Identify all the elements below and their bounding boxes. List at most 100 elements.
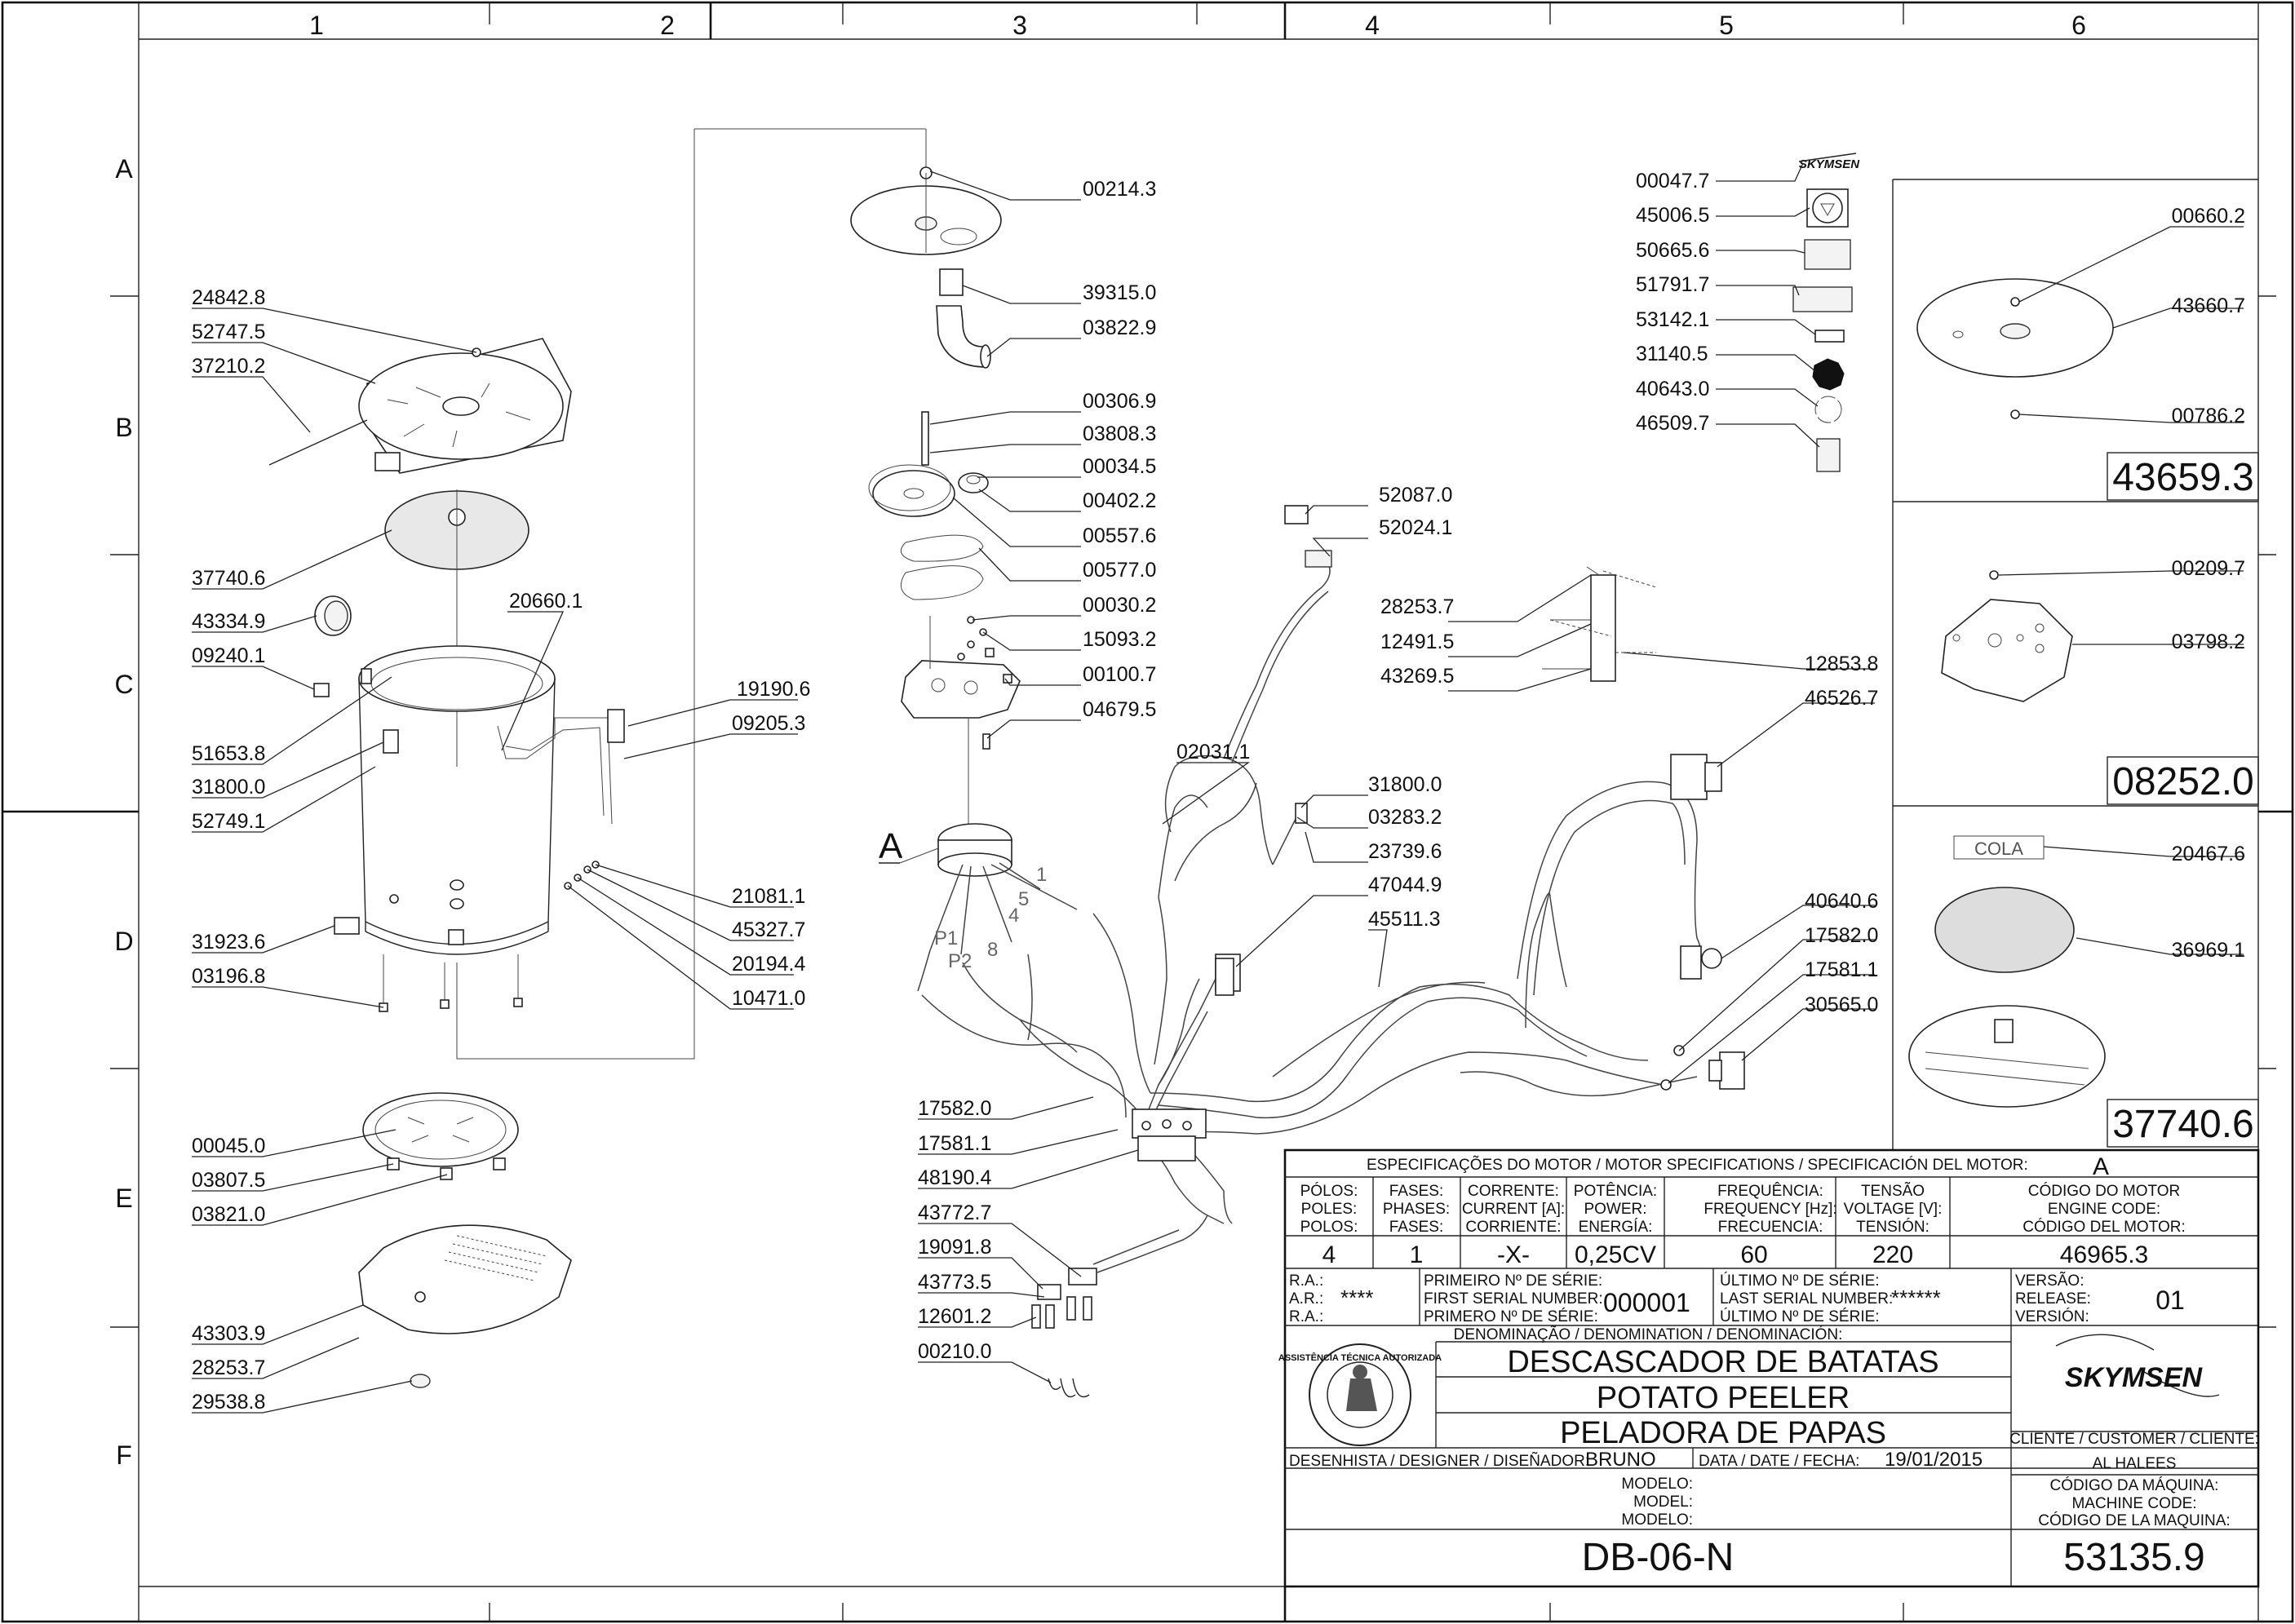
callout: 03821.0 bbox=[192, 1203, 265, 1226]
model-label: MODELO: bbox=[1621, 1476, 1693, 1493]
stamp-text: ASSISTÊNCIA TÉCNICA AUTORIZADA bbox=[1278, 1352, 1442, 1363]
wire-label-5: 5 bbox=[1018, 888, 1029, 910]
callout: 43773.5 bbox=[918, 1271, 991, 1294]
callout: 53142.1 bbox=[1636, 308, 1709, 331]
callout: 00100.7 bbox=[1083, 663, 1156, 686]
zone-row-f: F bbox=[116, 1440, 132, 1470]
customer-value: AL HALEES bbox=[2093, 1455, 2177, 1472]
callout: 40640.6 bbox=[1805, 890, 1878, 913]
zone-row-a: A bbox=[115, 154, 133, 184]
spec-header: FREQUENCY [Hz]: bbox=[1704, 1201, 1836, 1218]
spec-header: CÓDIGO DO MOTOR bbox=[2028, 1182, 2180, 1200]
callout: 36969.1 bbox=[2172, 939, 2245, 962]
callout: 43334.9 bbox=[192, 610, 265, 633]
callout: 20194.4 bbox=[732, 953, 805, 976]
customer-label: CLIENTE / CUSTOMER / CLIENTE: bbox=[2009, 1431, 2259, 1448]
designer-label: DESENHISTA / DESIGNER / DISEÑADOR: bbox=[1289, 1452, 1589, 1470]
callout: 52087.0 bbox=[1379, 484, 1452, 507]
callout: 00034.5 bbox=[1083, 455, 1156, 478]
designer-value: BRUNO bbox=[1585, 1449, 1656, 1471]
machine-code-label: CÓDIGO DE LA MAQUINA: bbox=[2038, 1511, 2230, 1529]
callout: 31140.5 bbox=[1636, 343, 1708, 365]
motor-letter: A bbox=[2093, 1153, 2109, 1180]
name-en: POTATO PEELER bbox=[1597, 1381, 1850, 1415]
spec-header: TENSIÓN: bbox=[1856, 1218, 1929, 1236]
first-serial-value: 000001 bbox=[1603, 1288, 1690, 1317]
part-callouts-group5: 02031.1 31800.0 03283.2 23739.6 47044.9 … bbox=[1176, 484, 1452, 931]
zone-col-5: 5 bbox=[1719, 11, 1734, 40]
spec-header: ENERGÍA: bbox=[1579, 1219, 1653, 1236]
release-label: VERSIÓN: bbox=[2015, 1308, 2089, 1325]
date-value: 19/01/2015 bbox=[1885, 1449, 1983, 1471]
wire-label-1: 1 bbox=[1036, 864, 1047, 886]
brand-logo-small: SKYMSEN bbox=[1799, 157, 1860, 171]
spec-header: CORRENTE: bbox=[1468, 1183, 1559, 1200]
spec-value-power: 0,25CV bbox=[1575, 1241, 1656, 1268]
cola-label: COLA bbox=[1974, 839, 2023, 859]
callout: 09205.3 bbox=[732, 712, 805, 735]
callout: 30565.0 bbox=[1805, 993, 1878, 1016]
spec-value-poles: 4 bbox=[1323, 1241, 1336, 1268]
date-label: DATA / DATE / FECHA: bbox=[1699, 1453, 1859, 1470]
callout: 19190.6 bbox=[737, 678, 810, 701]
denomination-label: DENOMINAÇÃO / DENOMINATION / DENOMINACIÓ… bbox=[1454, 1325, 1843, 1343]
callout: 00660.2 bbox=[2172, 205, 2245, 228]
callout: 19091.8 bbox=[918, 1236, 991, 1259]
callout: 12601.2 bbox=[918, 1305, 991, 1328]
callout: 03808.3 bbox=[1083, 423, 1156, 445]
last-serial-label: LAST SERIAL NUMBER: bbox=[1720, 1290, 1893, 1308]
spec-header: POLES: bbox=[1301, 1201, 1358, 1218]
ra-block: R.A.: A.R.: R.A.: **** bbox=[1289, 1272, 1373, 1325]
callout: 52749.1 bbox=[192, 810, 265, 833]
wire-label-8: 8 bbox=[987, 939, 998, 961]
part-callouts-group2: 20660.1 19190.6 09205.3 21081.1 45327.7 … bbox=[509, 590, 810, 1010]
callout: 03798.2 bbox=[2172, 631, 2245, 653]
callout: 17582.0 bbox=[1805, 924, 1878, 947]
wire-label-p2: P2 bbox=[948, 950, 972, 972]
wire-label-p1: P1 bbox=[934, 927, 958, 949]
part-callouts-group1: 24842.8 52747.5 37210.2 37740.6 43334.9 … bbox=[192, 286, 265, 1414]
model-label: MODEL: bbox=[1633, 1493, 1693, 1511]
body-assembly-drawing bbox=[268, 128, 927, 1388]
motor-spec-title: ESPECIFICAÇÕES DO MOTOR / MOTOR SPECIFIC… bbox=[1367, 1156, 2028, 1174]
spec-header: TENSÃO bbox=[1861, 1182, 1925, 1200]
zone-row-e: E bbox=[115, 1184, 132, 1213]
callout: 00786.2 bbox=[2172, 405, 2245, 427]
callout: 47044.9 bbox=[1368, 874, 1442, 896]
callout: 28253.7 bbox=[192, 1356, 265, 1379]
ra-label: A.R.: bbox=[1289, 1290, 1323, 1308]
callout: 03807.5 bbox=[192, 1169, 265, 1192]
callout: 10471.0 bbox=[732, 987, 805, 1010]
callout: 24842.8 bbox=[192, 286, 265, 309]
ra-value: **** bbox=[1340, 1285, 1373, 1310]
spec-value-current: -X- bbox=[1497, 1241, 1530, 1268]
callout: 00306.9 bbox=[1083, 390, 1156, 413]
detail-boxes: COLA bbox=[1892, 179, 2259, 1150]
spec-header: VOLTAGE [V]: bbox=[1844, 1201, 1943, 1218]
machine-code-labels: CÓDIGO DA MÁQUINA: MACHINE CODE: CÓDIGO … bbox=[2038, 1476, 2230, 1529]
callout: 03283.2 bbox=[1368, 806, 1442, 829]
model-label: MODELO: bbox=[1621, 1511, 1693, 1529]
callout: 17581.1 bbox=[1805, 958, 1878, 981]
callout: 45327.7 bbox=[732, 918, 805, 941]
detail-marker-a: A bbox=[879, 826, 903, 866]
first-serial-label: PRIMEIRO Nº DE SÉRIE: bbox=[1424, 1272, 1602, 1290]
callout: 46526.7 bbox=[1805, 687, 1878, 710]
callout: 00030.2 bbox=[1083, 594, 1156, 617]
spec-header: FRECUENCIA: bbox=[1718, 1219, 1823, 1236]
callout: 45511.3 bbox=[1368, 908, 1441, 931]
spec-header: POLOS: bbox=[1300, 1219, 1358, 1236]
callout: 21081.1 bbox=[732, 885, 805, 908]
zone-row-c: C bbox=[114, 670, 133, 699]
callout: 29538.8 bbox=[192, 1391, 265, 1414]
callout: 00210.0 bbox=[918, 1340, 991, 1363]
spec-header: POTÊNCIA: bbox=[1574, 1182, 1657, 1200]
callout: 00214.3 bbox=[1083, 178, 1156, 201]
callout: 43303.9 bbox=[192, 1322, 265, 1345]
zone-labels: 1 2 3 4 5 6 A B C D E F bbox=[114, 11, 2085, 1470]
release-label: RELEASE: bbox=[2015, 1290, 2091, 1308]
callout: 03822.9 bbox=[1083, 316, 1156, 339]
spec-header: CÓDIGO DEL MOTOR: bbox=[2023, 1218, 2186, 1236]
